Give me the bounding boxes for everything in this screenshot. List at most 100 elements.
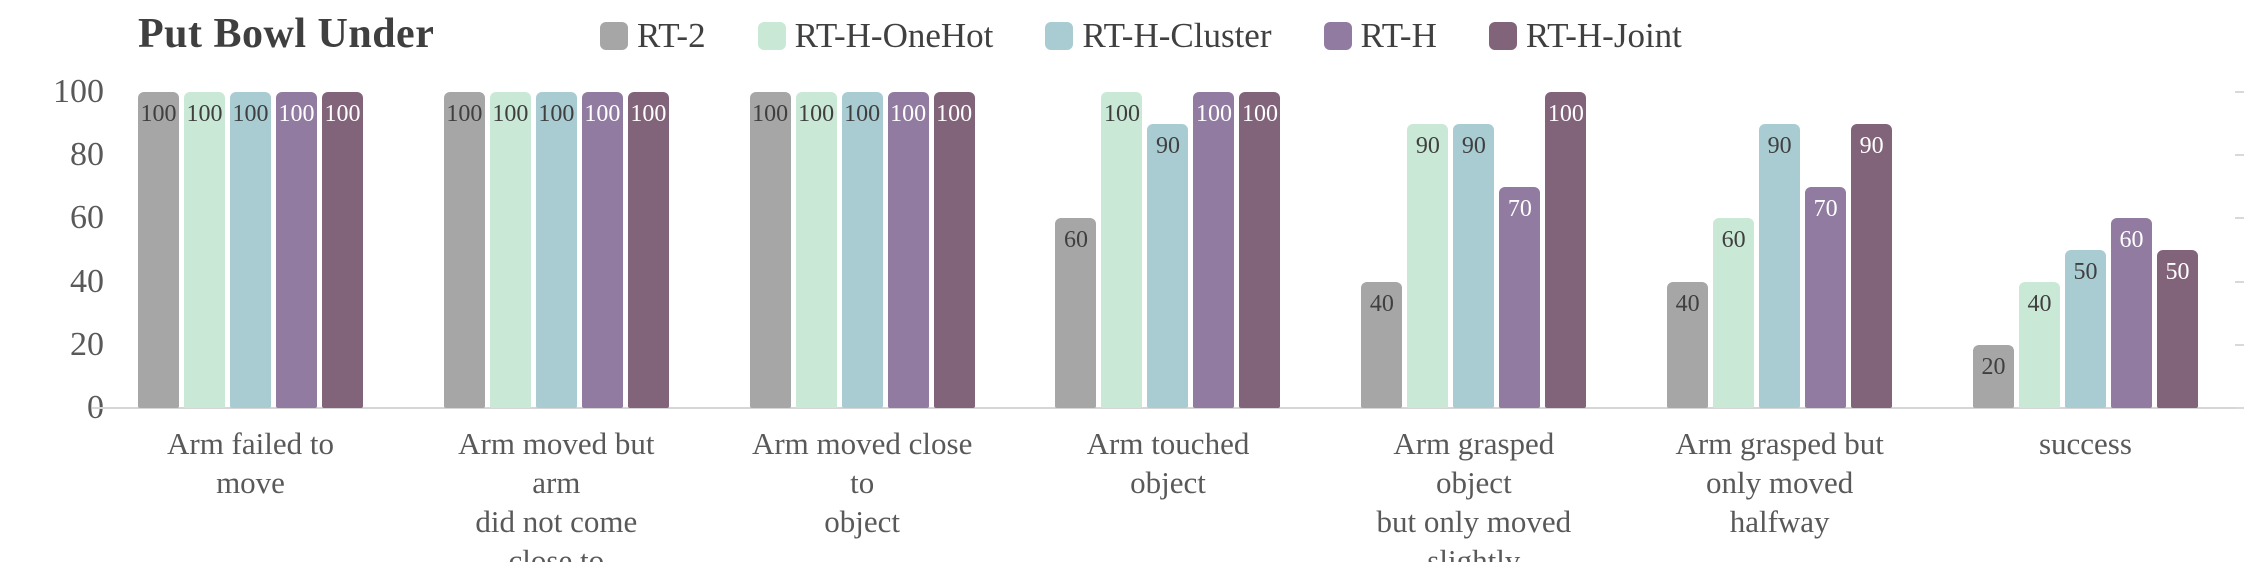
bar-rt-h: 100	[581, 92, 623, 408]
y-tick-label: 0	[87, 389, 104, 426]
bar-rt-h: 100	[1193, 92, 1235, 408]
bar-rt-h-joint: 90	[1851, 124, 1893, 408]
bar-value-label: 20	[1981, 354, 2006, 380]
bar-value-label: 60	[1063, 227, 1088, 253]
bar-rt-h-joint: 100	[322, 92, 363, 408]
bar-value-label: 100	[890, 101, 927, 127]
x-label-slot: Arm moved close to object	[750, 424, 975, 562]
bar-value-label: 100	[1195, 101, 1232, 127]
category-label: success	[2038, 426, 2132, 461]
x-label-slot: Arm failed to move	[138, 424, 363, 562]
bar-value-label: 60	[2119, 227, 2144, 253]
bar-value-label: 100	[752, 101, 789, 127]
bar-rt-h-joint: 100	[1239, 92, 1281, 408]
bar-value-label: 90	[1859, 133, 1884, 159]
bar-rt-2: 40	[1667, 282, 1709, 408]
bar-rt-h-cluster: 100	[841, 92, 883, 408]
y-tick-label: 20	[70, 325, 104, 363]
bar-rt-h-cluster: 100	[230, 92, 271, 408]
y-tick-label: 40	[70, 262, 104, 300]
bar-rt-h-onehot: 100	[184, 92, 225, 408]
bar-rt-h-joint: 50	[2156, 250, 2198, 408]
bar-rt-h-onehot: 100	[1101, 92, 1143, 408]
bar-value-label: 40	[2027, 291, 2052, 317]
bar-value-label: 100	[232, 101, 269, 127]
bar-rt-h-onehot: 90	[1407, 124, 1449, 408]
bar-group-7: 20 40 50 60 50	[1972, 92, 2198, 408]
bar-rt-2: 60	[1055, 218, 1097, 408]
bar-value-label: 100	[492, 101, 529, 127]
bar-rt-h-cluster: 90	[1453, 124, 1495, 408]
bar-rt-h-cluster: 100	[535, 92, 577, 408]
category-label: Arm touched object	[1086, 426, 1250, 500]
bar-rt-h: 100	[887, 92, 929, 408]
bar-rt-h-joint: 100	[933, 92, 975, 408]
bar-rt-2: 100	[749, 92, 791, 408]
category-label: Arm moved but arm did not come close to …	[458, 426, 655, 562]
bar-value-label: 100	[936, 101, 973, 127]
legend-item-rt-2: RT-2	[600, 16, 706, 56]
bar-value-label: 100	[1103, 101, 1140, 127]
bar-rt-h-onehot: 60	[1713, 218, 1755, 408]
bar-rt-h-cluster: 90	[1759, 124, 1801, 408]
y-axis: 100 80 60 40 20 0	[0, 0, 104, 562]
bar-rt-2: 40	[1361, 282, 1403, 408]
x-label-slot: Arm moved but arm did not come close to …	[444, 424, 669, 562]
legend-label: RT-H	[1360, 16, 1437, 55]
bar-value-label: 40	[1369, 291, 1394, 317]
bar-rt-2: 100	[138, 92, 179, 408]
bar-value-label: 100	[186, 101, 223, 127]
y-tick-label: 60	[70, 199, 104, 237]
bar-rt-2: 20	[1972, 345, 2014, 408]
right-axis-tick	[2235, 217, 2244, 220]
category-label: Arm moved close to object	[751, 426, 973, 539]
y-tick-label: 80	[70, 136, 104, 174]
bar-rt-h-onehot: 100	[795, 92, 837, 408]
legend-item-rt-h: RT-H	[1323, 16, 1437, 56]
right-axis-tick	[2235, 91, 2244, 93]
legend-label: RT-2	[637, 16, 706, 55]
bar-value-label: 60	[1721, 227, 1746, 253]
bar-value-label: 70	[1507, 196, 1532, 222]
x-label-slot: Arm grasped object but only moved slight…	[1361, 424, 1586, 562]
right-axis-tick	[2235, 280, 2244, 283]
legend-label: RT-H-Cluster	[1082, 16, 1272, 55]
x-axis-baseline	[92, 407, 2244, 409]
bar-value-label: 90	[1767, 133, 1792, 159]
bar-group-5: 40 90 90 70 100	[1361, 92, 1587, 408]
bar-value-label: 50	[2073, 259, 2098, 285]
right-axis-tick	[2235, 154, 2244, 157]
bar-value-label: 100	[538, 101, 575, 127]
bar-value-label: 100	[278, 101, 315, 127]
bar-value-label: 100	[1241, 101, 1278, 127]
bar-rt-h: 60	[2110, 218, 2152, 408]
bar-group-6: 40 60 90 70 90	[1667, 92, 1893, 408]
right-axis-tick	[2235, 407, 2244, 409]
legend-item-rt-h-joint: RT-H-Joint	[1488, 16, 1682, 56]
bar-value-label: 90	[1461, 133, 1486, 159]
bar-rt-h-joint: 100	[1545, 92, 1587, 408]
bar-rt-h-onehot: 100	[489, 92, 531, 408]
legend-label: RT-H-OneHot	[794, 16, 994, 55]
x-label-slot: success	[1973, 424, 2198, 562]
bar-value-label: 100	[1547, 101, 1584, 127]
bar-rt-h: 70	[1499, 187, 1541, 408]
bar-value-label: 100	[446, 101, 483, 127]
bar-value-label: 40	[1675, 291, 1700, 317]
bar-value-label: 100	[140, 101, 177, 127]
bar-rt-h: 70	[1805, 187, 1847, 408]
y-tick-label: 100	[53, 73, 104, 110]
bar-rt-2: 100	[443, 92, 485, 408]
bar-rt-h-cluster: 90	[1147, 124, 1189, 408]
x-axis-labels: Arm failed to move Arm moved but arm did …	[112, 424, 2212, 562]
x-label-slot: Arm grasped but only moved halfway	[1667, 424, 1892, 562]
legend-swatch-icon	[1045, 22, 1074, 50]
bar-rt-h-onehot: 40	[2018, 282, 2060, 408]
bar-value-label: 100	[798, 101, 835, 127]
x-label-slot: Arm touched object	[1055, 424, 1280, 562]
bar-rt-h-cluster: 50	[2064, 250, 2106, 408]
